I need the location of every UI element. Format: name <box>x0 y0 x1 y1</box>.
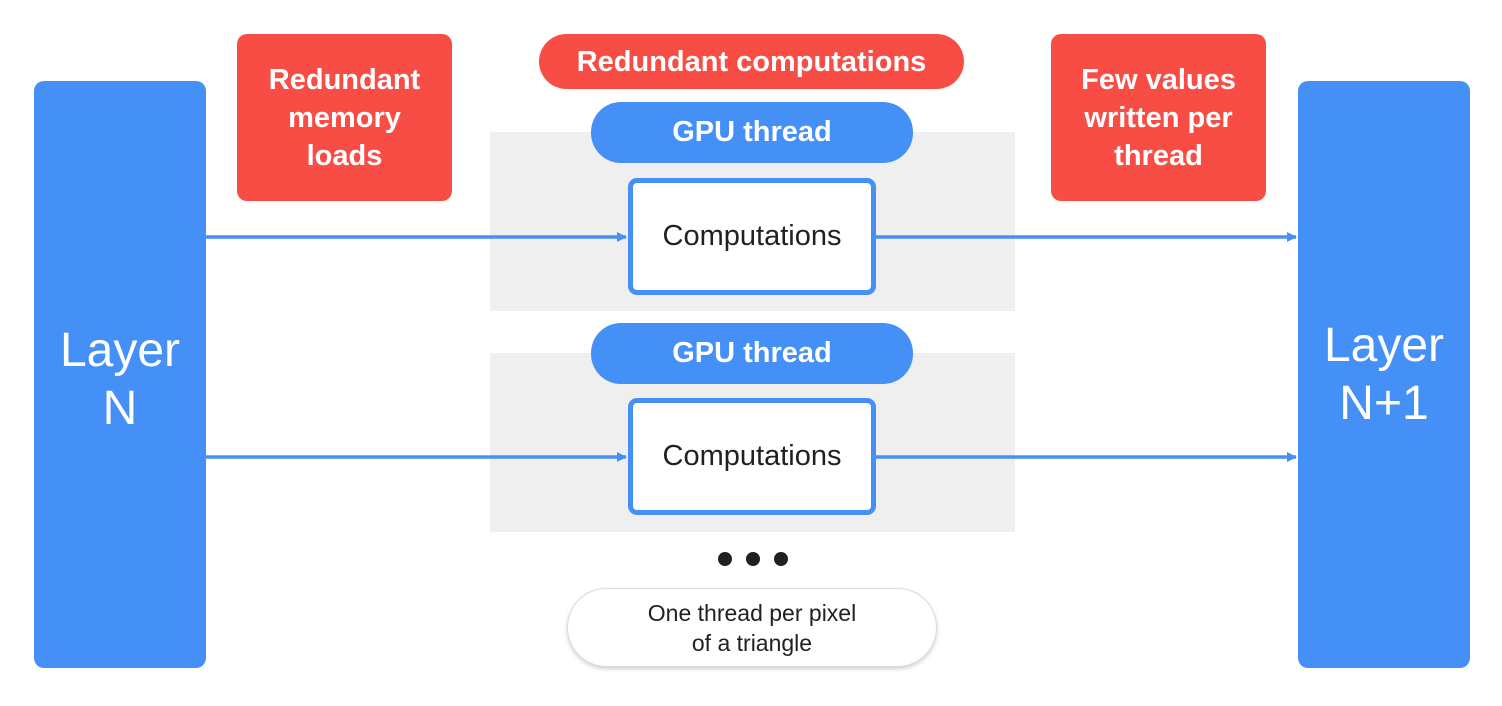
one-thread-per-pixel-note: One thread per pixel of a triangle <box>567 588 937 667</box>
redundant-computations-callout: Redundant computations <box>539 34 964 89</box>
gpu-thread-label-1: GPU thread <box>672 116 832 148</box>
layer-n1-line2: N+1 <box>1339 376 1429 430</box>
redundant-memory-line2: memory <box>288 101 401 134</box>
ellipsis-icon <box>718 549 788 569</box>
computations-box-2: Computations <box>628 398 876 515</box>
layer-n-block: Layer N <box>34 81 206 668</box>
redundant-computations-label: Redundant computations <box>576 45 927 78</box>
few-values-line1: Few values <box>1081 63 1236 96</box>
computations-label-2: Computations <box>662 440 842 472</box>
redundant-memory-line3: loads <box>306 139 383 172</box>
redundant-memory-loads-callout: Redundant memory loads <box>237 34 452 201</box>
gpu-thread-pill-2: GPU thread <box>591 323 913 384</box>
dot-2 <box>746 552 760 566</box>
gpu-thread-label-2: GPU thread <box>672 337 832 369</box>
note-line2: of a triangle <box>691 629 813 656</box>
few-values-written-callout: Few values written per thread <box>1051 34 1266 201</box>
computations-label-1: Computations <box>662 220 842 252</box>
computations-box-1: Computations <box>628 178 876 295</box>
gpu-thread-pill-1: GPU thread <box>591 102 913 163</box>
few-values-line3: thread <box>1114 139 1203 172</box>
layer-n-line1: Layer <box>59 323 181 377</box>
layer-n1-line1: Layer <box>1323 318 1445 372</box>
layer-n-line2: N <box>102 381 138 435</box>
redundant-memory-line1: Redundant <box>268 63 421 96</box>
dot-1 <box>718 552 732 566</box>
few-values-line2: written per <box>1084 101 1233 134</box>
note-line1: One thread per pixel <box>647 599 857 626</box>
dot-3 <box>774 552 788 566</box>
layer-n-plus-1-block: Layer N+1 <box>1298 81 1470 668</box>
